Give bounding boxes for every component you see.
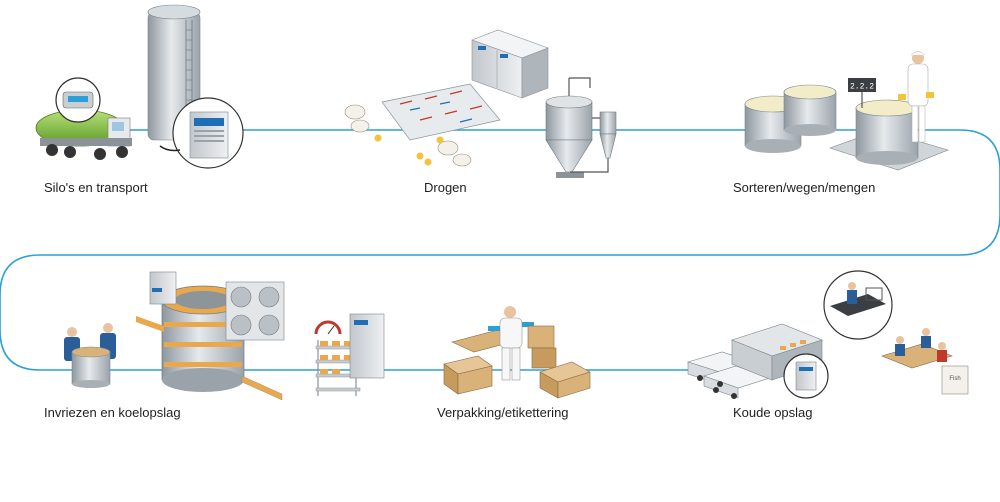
cooling-unit-callout [172,97,244,169]
verpakking-illustration [443,306,591,399]
tanker-truck [35,109,132,160]
steel-vessel [545,77,593,178]
scale-display: 2.2.2 [848,78,876,108]
supermarket-callout [823,270,893,340]
warehouse-unit-callout [783,353,829,399]
stage-label-drogen: Drogen [424,180,467,195]
stage-label-koude-opslag: Koude opslag [733,405,813,420]
cardboard-boxes [443,325,591,399]
worker [898,51,934,143]
stage-label-sorteren: Sorteren/wegen/mengen [733,180,876,195]
restaurant-scene: Fish [881,328,969,395]
packing-worker [488,306,534,381]
dryer-cabinets [471,29,549,99]
drying-table [381,83,501,141]
workers-with-pot [64,323,116,388]
restaurant-sign: Fish [949,376,960,382]
silos-transport-illustration [35,4,244,169]
sorteren-illustration: 2.2.2 [744,51,949,171]
invriezen-illustration [64,271,385,401]
tank-valve-callout [55,77,101,123]
callout-arrow [159,145,181,152]
temperature-gauge-icon [314,320,342,335]
stage-label-verpakking: Verpakking/etikettering [437,405,569,420]
cyclone-separator [570,111,617,173]
cold-storage-rack [314,313,385,396]
freezer-fans [225,281,285,341]
stage-label-invriezen: Invriezen en koelopslag [44,405,181,420]
scale-readout: 2.2.2 [850,83,874,92]
ingredient-bins [744,84,919,165]
chicks [374,134,444,166]
koude-opslag-illustration: Fish [686,270,969,399]
delivery-trucks [686,351,771,399]
chickens [344,104,472,167]
drogen-illustration [344,29,617,178]
flow-line [0,129,1000,371]
stage-label-silos: Silo's en transport [44,180,148,195]
